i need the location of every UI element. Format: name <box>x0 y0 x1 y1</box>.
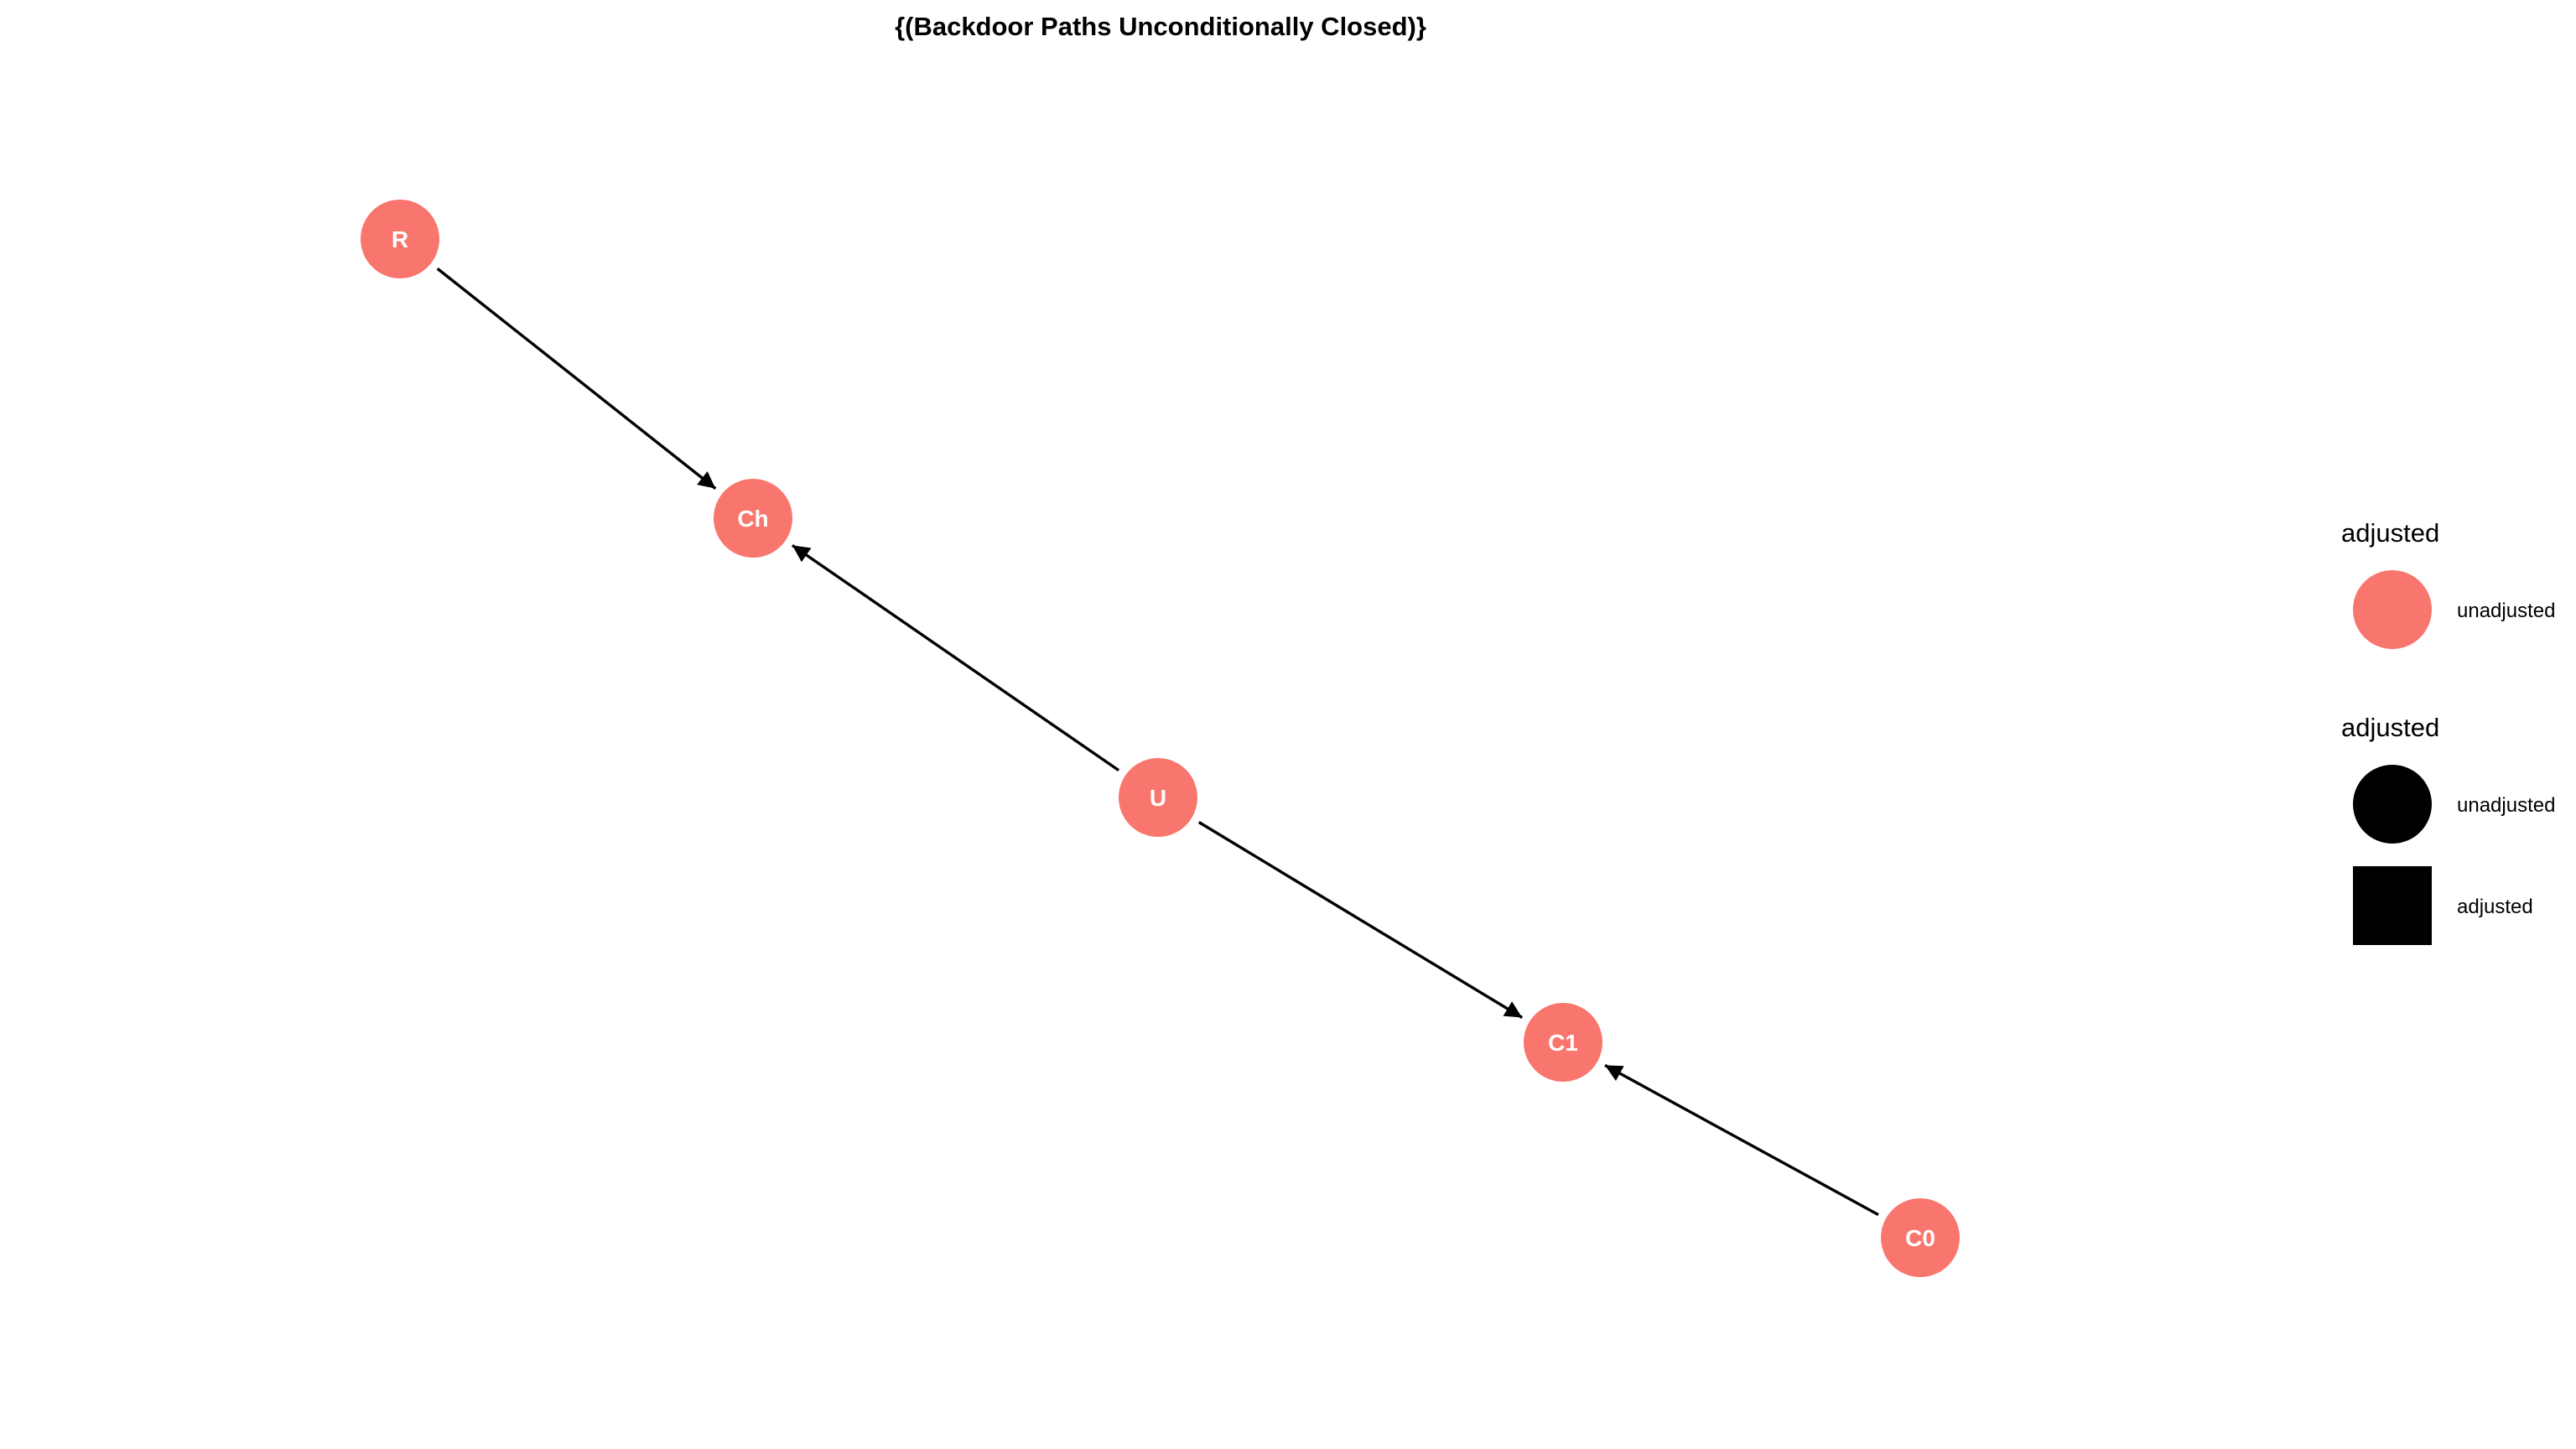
edge-r-to-ch <box>436 267 717 490</box>
legend-shape-swatch-circle <box>2353 765 2432 844</box>
node-c0-label: C0 <box>1905 1225 1935 1251</box>
node-r-circle <box>361 200 439 278</box>
legend-shape-label-unadjusted: unadjusted <box>2457 794 2555 817</box>
node-ch-label: Ch <box>737 506 768 532</box>
node-u: U <box>1119 758 1197 837</box>
legend-shape-title: adjusted <box>2341 713 2439 742</box>
node-c0: C0 <box>1881 1198 1960 1277</box>
legend-color-label-unadjusted: unadjusted <box>2457 600 2555 622</box>
edge-u-to-ch <box>791 543 1120 772</box>
node-u-circle <box>1119 758 1197 837</box>
legend-shape-swatch-square <box>2353 866 2432 945</box>
node-ch-circle <box>714 479 792 558</box>
node-r-label: R <box>392 226 408 252</box>
node-r: R <box>361 200 439 278</box>
node-c1-label: C1 <box>1548 1030 1578 1056</box>
node-ch: Ch <box>714 479 792 558</box>
legend-shape: adjusted unadjusted adjusted <box>2341 713 2555 945</box>
node-u-label: U <box>1150 785 1166 811</box>
legend-color: adjusted unadjusted <box>2341 518 2555 649</box>
edge-c0-to-c1 <box>1604 1063 1879 1217</box>
diagram-title: {(Backdoor Paths Unconditionally Closed)… <box>895 12 1426 41</box>
node-c1: C1 <box>1524 1003 1602 1082</box>
legend-color-swatch-unadjusted <box>2353 570 2432 649</box>
node-c1-circle <box>1524 1003 1602 1082</box>
node-c0-circle <box>1881 1198 1960 1277</box>
legend-color-title: adjusted <box>2341 518 2439 548</box>
edges-layer <box>436 267 1879 1217</box>
legend-shape-label-adjusted: adjusted <box>2457 896 2533 918</box>
edge-u-to-c1 <box>1197 821 1524 1019</box>
